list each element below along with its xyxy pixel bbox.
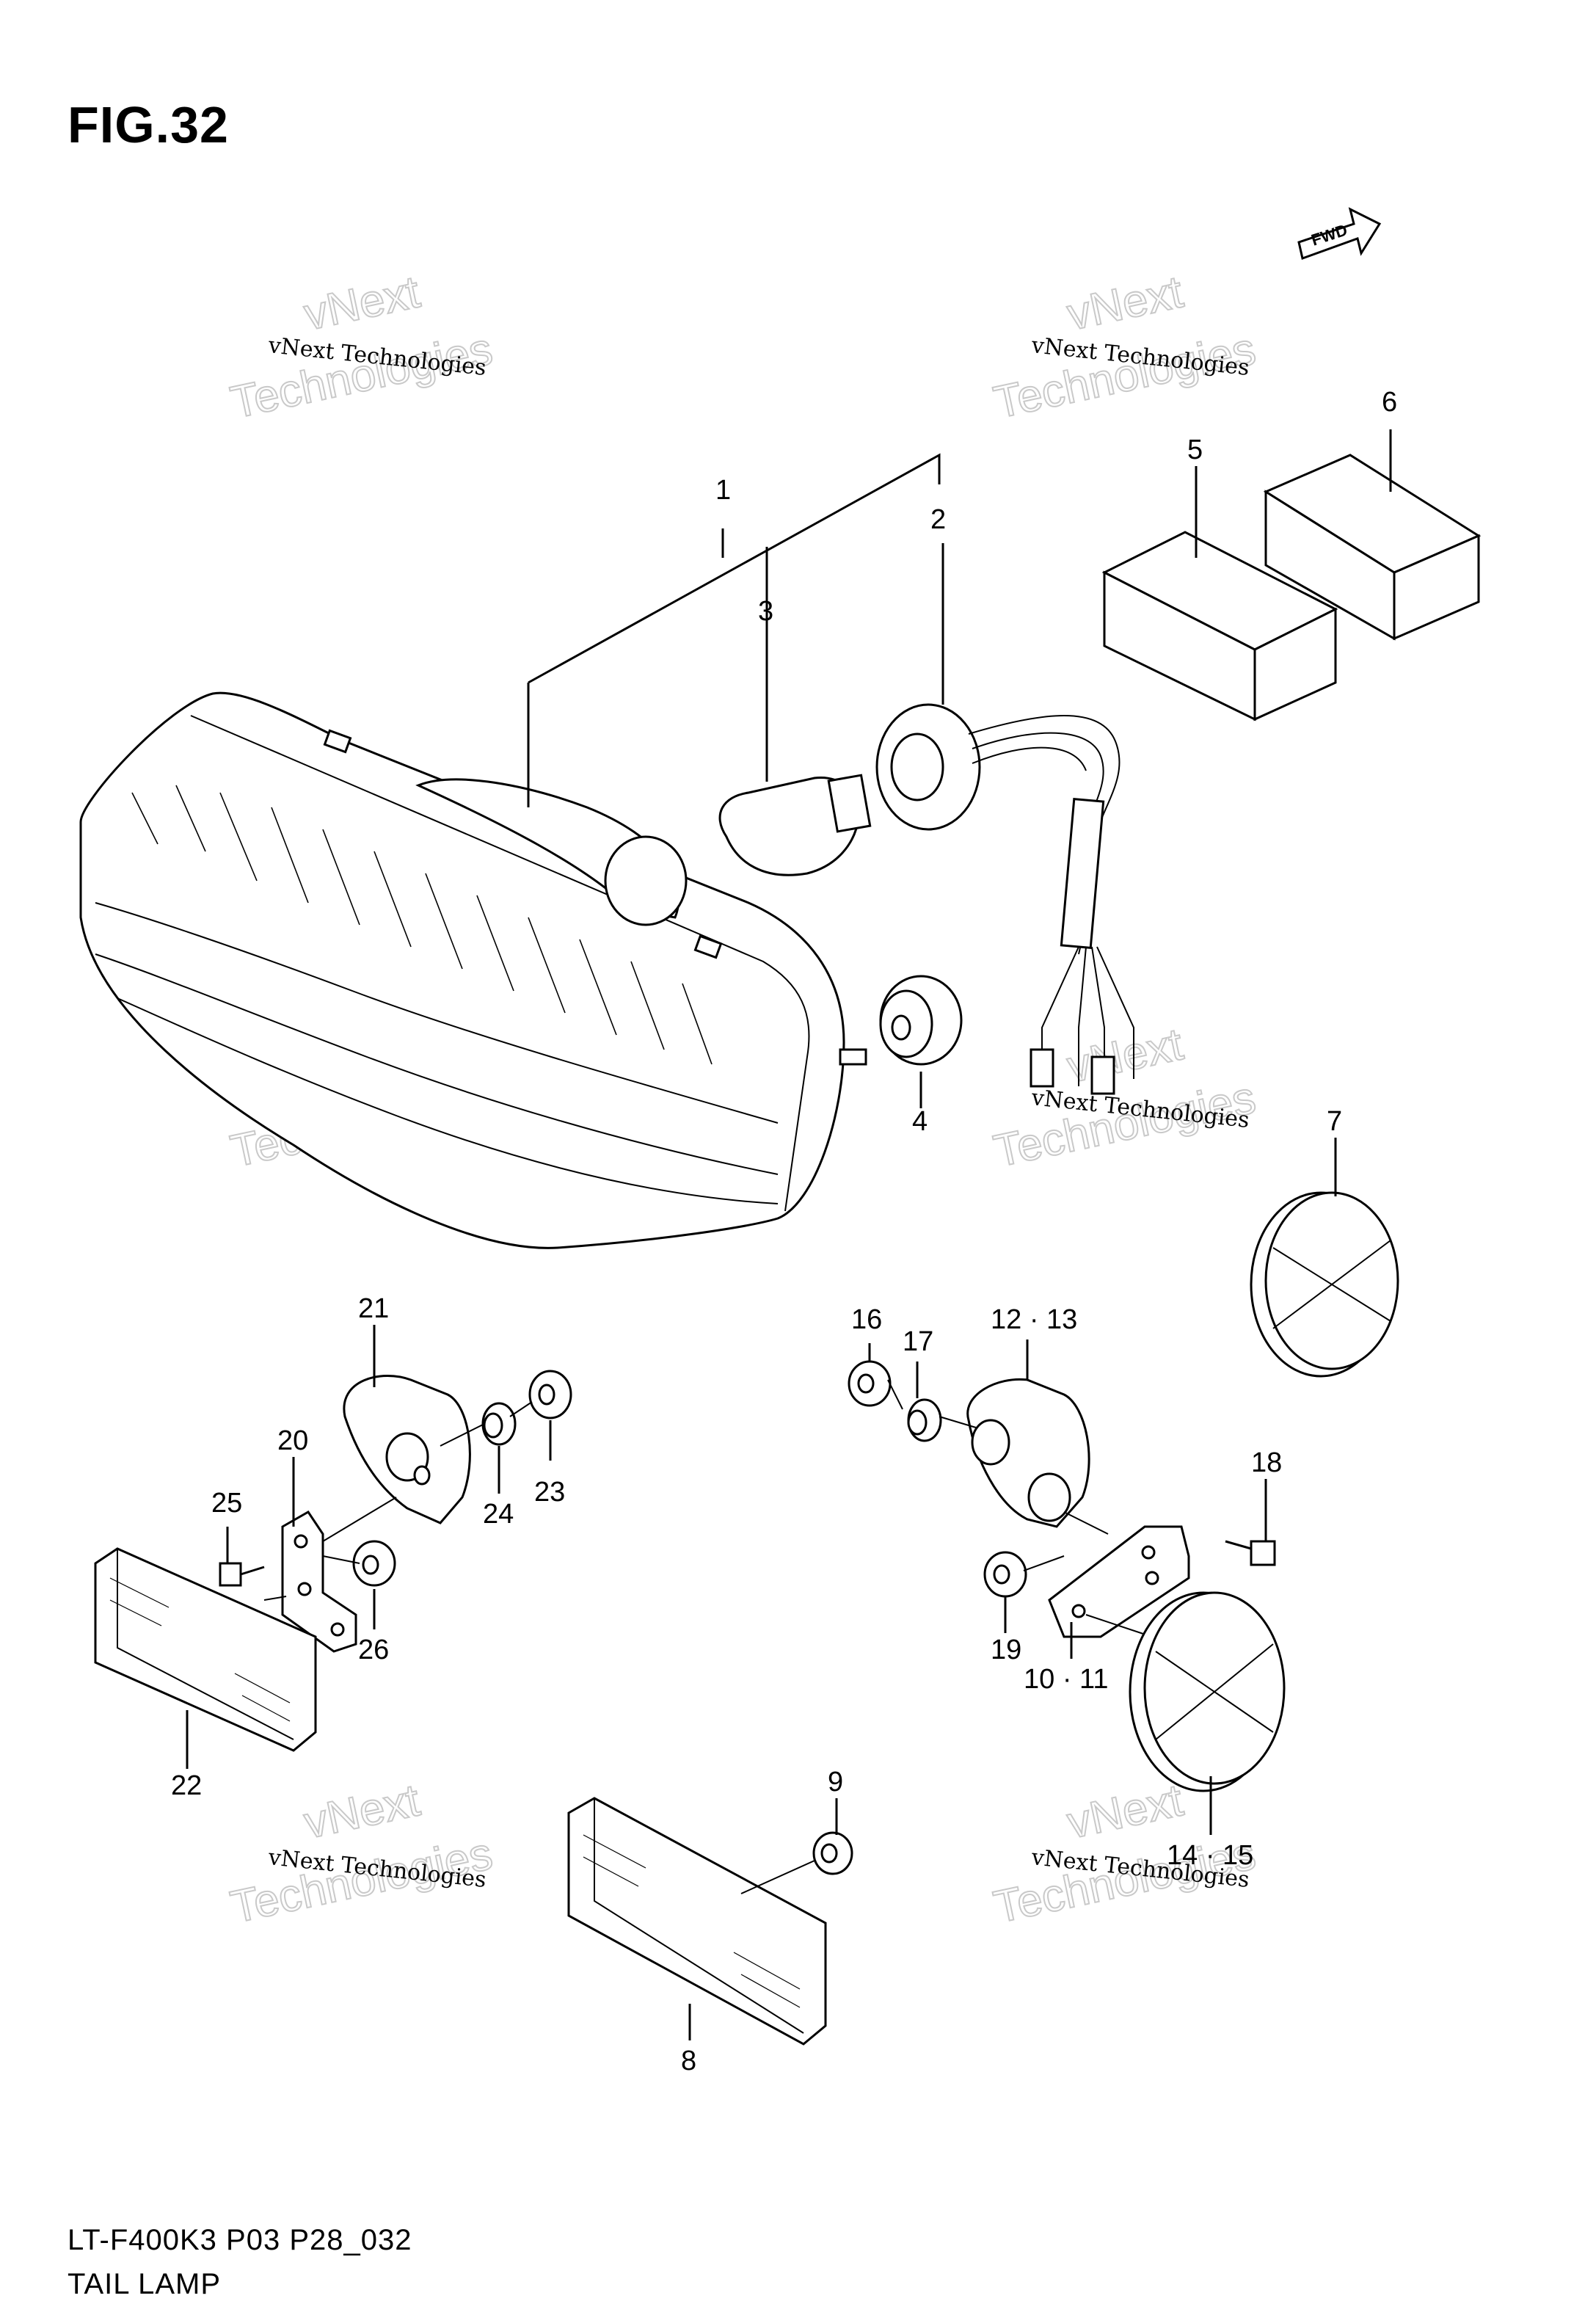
callout-labels: 1 2 3 4 5 6 7 8 9 10 · 11 12 · 13 14 · 1… bbox=[171, 387, 1397, 2076]
callout-16: 16 bbox=[851, 1304, 882, 1335]
callout-2: 2 bbox=[930, 504, 946, 535]
callout-18: 18 bbox=[1251, 1447, 1282, 1478]
watermark-top-right: Technologies vNext vNext Technologies bbox=[989, 266, 1261, 429]
callout-6: 6 bbox=[1382, 387, 1397, 418]
round-reflector bbox=[1250, 1191, 1399, 1378]
watermark-bottom-left: Technologies vNext vNext Technologies bbox=[226, 1774, 498, 1933]
callout-7: 7 bbox=[1327, 1106, 1342, 1137]
callout-24: 24 bbox=[483, 1499, 514, 1530]
section-name: TAIL LAMP bbox=[68, 2268, 222, 2300]
rect-reflector-22 bbox=[94, 1547, 317, 1752]
callout-21: 21 bbox=[358, 1293, 389, 1324]
watermark-big-text-2: vNext bbox=[1063, 1019, 1187, 1092]
watermark-big-text-2: vNext bbox=[1063, 266, 1187, 340]
callout-22: 22 bbox=[171, 1770, 202, 1801]
callout-20: 20 bbox=[277, 1425, 308, 1456]
callout-25: 25 bbox=[211, 1488, 242, 1519]
watermark-big-text-2: vNext bbox=[300, 1775, 424, 1848]
watermark-big-text-2: vNext bbox=[1063, 1775, 1187, 1848]
model-code: LT-F400K3 P03 P28_032 bbox=[68, 2224, 412, 2256]
watermark-top-left: Technologies vNext vNext Technologies bbox=[226, 266, 498, 429]
left-bracket-assembly bbox=[219, 1370, 572, 1653]
bulb bbox=[718, 774, 872, 876]
callout-14-15: 14 · 15 bbox=[1167, 1840, 1253, 1871]
callout-4: 4 bbox=[912, 1106, 928, 1137]
callout-1: 1 bbox=[715, 475, 731, 506]
callout-17: 17 bbox=[903, 1326, 933, 1357]
nut-9 bbox=[740, 1831, 853, 1894]
callout-19: 19 bbox=[991, 1635, 1021, 1665]
callout-26: 26 bbox=[358, 1635, 389, 1665]
callout-3: 3 bbox=[758, 596, 773, 627]
rect-reflector-8 bbox=[567, 1797, 827, 2046]
grommet bbox=[879, 975, 963, 1066]
round-reflector-14-15 bbox=[1129, 1591, 1286, 1792]
right-bracket-assembly bbox=[848, 1360, 1276, 1638]
forward-arrow-icon: FWD bbox=[1297, 207, 1382, 260]
callout-8: 8 bbox=[681, 2046, 696, 2076]
callout-5: 5 bbox=[1187, 435, 1203, 465]
callout-12-13: 12 · 13 bbox=[991, 1304, 1077, 1335]
callout-10-11: 10 · 11 bbox=[1024, 1664, 1108, 1695]
bulb-socket-harness bbox=[875, 703, 1134, 1095]
watermark-mid-right: Technologies vNext vNext Technologies bbox=[989, 1018, 1261, 1177]
tail-lamp-housing bbox=[79, 691, 867, 1249]
leader-lines bbox=[186, 429, 1392, 2040]
callout-23: 23 bbox=[534, 1477, 565, 1508]
package-box-6 bbox=[1263, 454, 1482, 641]
watermark-big-text-2: vNext bbox=[300, 266, 424, 340]
package-box-5 bbox=[1101, 531, 1338, 721]
figure-title: FIG.32 bbox=[68, 96, 229, 153]
callout-9: 9 bbox=[828, 1767, 843, 1797]
